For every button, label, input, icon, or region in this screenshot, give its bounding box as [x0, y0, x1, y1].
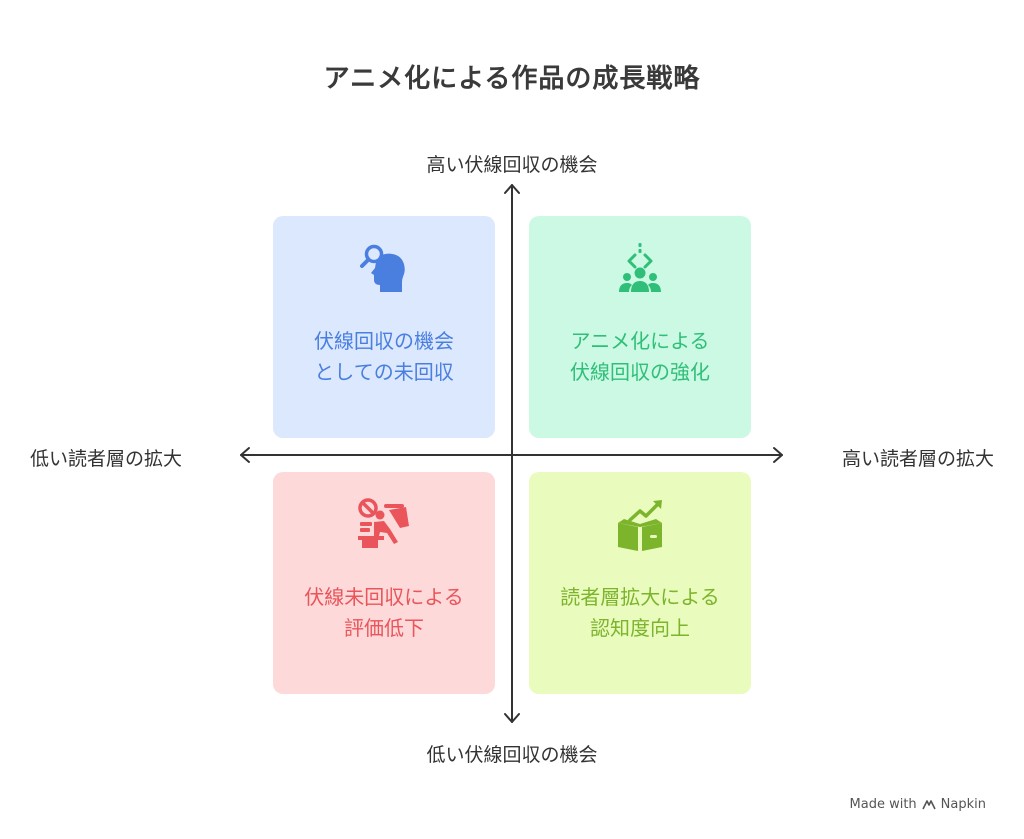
vertical-axis-arrow-bottom: [504, 713, 520, 723]
axis-label-y-high: 高い伏線回収の機会: [426, 154, 598, 176]
quadrant-top-right-line-2: 伏線回収の強化: [570, 360, 710, 384]
quadrant-bottom-left-line-1: 伏線未回収による: [304, 585, 464, 609]
quadrant-top-left-line-2: としての未回収: [314, 360, 454, 384]
quadrant-bottom-right: 読者層拡大による 認知度向上: [529, 472, 751, 694]
diagram-title: アニメ化による作品の成長戦略: [323, 64, 701, 94]
quadrant-top-left: 伏線回収の機会 としての未回収: [273, 216, 495, 438]
horizontal-axis-arrow-left: [240, 447, 250, 463]
head-search-icon: [360, 244, 405, 292]
axis-label-y-low: 低い伏線回収の機会: [426, 744, 598, 766]
quadrant-bottom-left: 伏線未回収による 評価低下: [273, 472, 495, 694]
prohibited-stress-icon: [358, 498, 409, 548]
quadrant-bottom-left-line-2: 評価低下: [344, 616, 424, 640]
made-with-napkin-credit[interactable]: Made with Napkin: [850, 797, 986, 812]
quadrant-bottom-right-line-1: 読者層拡大による: [560, 585, 720, 609]
quadrant-bottom-right-label: 読者層拡大による 認知度向上: [529, 582, 751, 644]
made-with-text: Made with: [849, 797, 917, 812]
quadrant-top-right: アニメ化による 伏線回収の強化: [529, 216, 751, 438]
quadrant-top-left-line-1: 伏線回収の機会: [314, 329, 454, 353]
napkin-logo-icon: [921, 799, 936, 809]
axis-label-x-low: 低い読者層の拡大: [30, 448, 183, 470]
horizontal-axis-arrow-right: [773, 447, 783, 463]
vertical-axis-arrow-top: [504, 184, 520, 194]
quadrant-top-right-label: アニメ化による 伏線回収の強化: [529, 326, 751, 388]
axis-label-x-high: 高い読者層の拡大: [841, 448, 994, 470]
quadrant-top-left-label: 伏線回収の機会 としての未回収: [273, 326, 495, 388]
team-network-icon: [619, 243, 661, 292]
quadrant-bottom-right-line-2: 認知度向上: [590, 616, 690, 640]
book-growth-icon: [618, 500, 662, 551]
napkin-brand-text: Napkin: [940, 797, 986, 812]
quadrant-bottom-left-label: 伏線未回収による 評価低下: [273, 582, 495, 644]
quadrant-top-right-line-1: アニメ化による: [570, 329, 710, 353]
